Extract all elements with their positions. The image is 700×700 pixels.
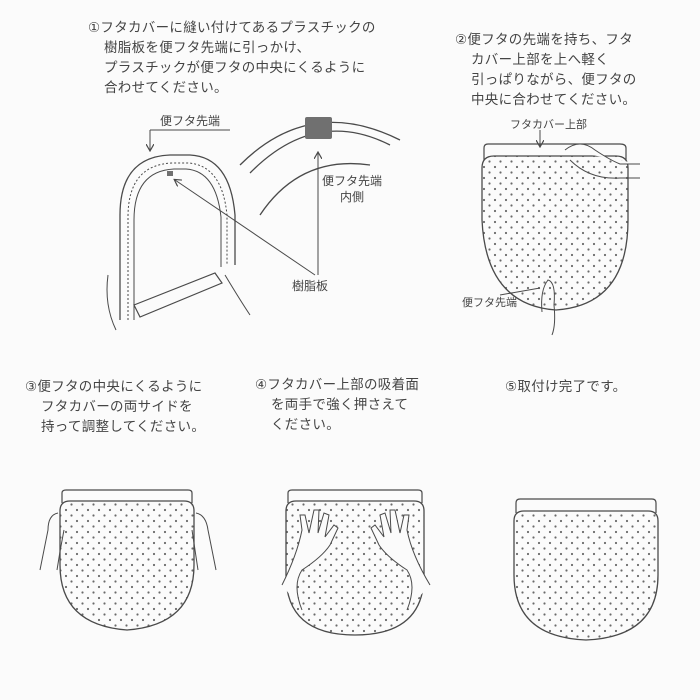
label-lid-tip: 便フタ先端 [160, 114, 221, 128]
step-number: ⑤ [505, 379, 518, 395]
figure-1-illustration [106, 117, 401, 331]
step-number: ② [455, 32, 468, 48]
step-number: ① [88, 20, 101, 36]
label-inner-side: 内側 [340, 190, 365, 204]
step-5-instruction: ⑤取付け完了です。 [505, 379, 627, 395]
figure-5-illustration [513, 498, 659, 641]
step-number: ④ [255, 377, 268, 393]
step-4-instruction: ④フタカバー上部の吸着面 を両手で強く押さえて ください。 [255, 377, 420, 433]
figure-4-illustration [281, 489, 431, 636]
step-3-instruction: ③便フタの中央にくるように フタカバーの両サイドを 持って調整してください。 [25, 379, 206, 435]
figure-2-illustration [481, 130, 640, 336]
figure-3-illustration [39, 489, 217, 631]
label-lid-tip-inner: 便フタ先端 [322, 174, 383, 188]
step-number: ③ [25, 379, 38, 395]
step-2-instruction: ②便フタの先端を持ち、フタ カバー上部を上へ軽く 引っぱりながら、便フタの 中央… [455, 32, 637, 108]
label-lid-tip-2: 便フタ先端 [462, 296, 517, 309]
label-resin-plate: 樹脂板 [292, 279, 329, 293]
step-1-instruction: ①フタカバーに縫い付けてあるプラスチックの 樹脂板を便フタ先端に引っかけ、 プラ… [88, 20, 376, 96]
label-cover-top: フタカバー上部 [510, 118, 587, 131]
